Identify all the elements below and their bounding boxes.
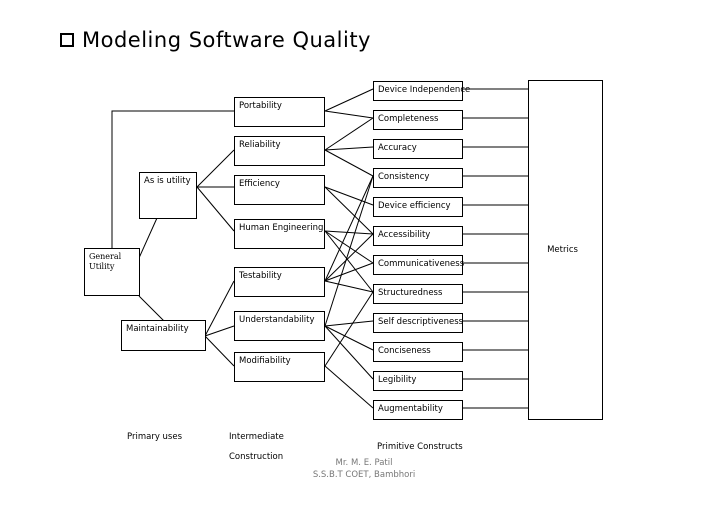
node-communicativeness-label: Communicativeness	[378, 259, 465, 269]
node-general-utility: General Utility	[84, 248, 140, 296]
node-self-descriptiveness: Self descriptiveness	[373, 313, 463, 333]
slide-title: Modeling Software Quality	[60, 28, 371, 52]
node-general-utility-label: General Utility	[89, 252, 122, 271]
line-maintain-modifiability	[204, 335, 235, 367]
node-maintainability: Maintainability	[121, 320, 206, 351]
node-legibility-label: Legibility	[378, 375, 417, 385]
node-as-is-utility: As is utility	[139, 172, 197, 219]
node-device-efficiency: Device efficiency	[373, 197, 463, 217]
line-maintain-testability	[204, 280, 235, 337]
line-asis-human	[196, 186, 235, 232]
node-communicativeness: Communicativeness	[373, 255, 465, 275]
line-general-asis	[138, 217, 158, 259]
node-human-engineering: Human Engineering	[234, 219, 325, 249]
node-understandability-label: Understandability	[239, 315, 315, 325]
line-general-maintain	[138, 295, 166, 323]
node-efficiency-label: Efficiency	[239, 179, 280, 189]
node-accessibility: Accessibility	[373, 226, 463, 246]
node-augmentability: Augmentability	[373, 400, 463, 420]
node-reliability: Reliability	[234, 136, 325, 166]
node-efficiency: Efficiency	[234, 175, 325, 205]
node-structuredness: Structuredness	[373, 284, 463, 304]
line-asis-reliability	[196, 149, 235, 188]
checkbox-bullet-icon	[60, 33, 74, 47]
node-reliability-label: Reliability	[239, 140, 281, 150]
node-consistency: Consistency	[373, 168, 463, 188]
node-metrics: Metrics	[528, 80, 603, 420]
node-human-engineering-label: Human Engineering	[239, 223, 324, 233]
node-self-descriptiveness-label: Self descriptiveness	[378, 317, 464, 327]
node-modifiability-label: Modifiability	[239, 356, 291, 366]
node-testability-label: Testability	[239, 271, 282, 281]
node-device-independence: Device Independence	[373, 81, 470, 101]
node-conciseness: Conciseness	[373, 342, 463, 362]
node-accuracy-label: Accuracy	[378, 143, 417, 153]
node-accuracy: Accuracy	[373, 139, 463, 159]
node-device-independence-label: Device Independence	[378, 85, 471, 95]
node-conciseness-label: Conciseness	[378, 346, 431, 356]
node-completeness-label: Completeness	[378, 114, 439, 124]
node-legibility: Legibility	[373, 371, 463, 391]
node-consistency-label: Consistency	[378, 172, 430, 182]
node-testability: Testability	[234, 267, 325, 297]
node-modifiability: Modifiability	[234, 352, 325, 382]
caption-construction: Construction	[229, 452, 284, 462]
slide-title-text: Modeling Software Quality	[82, 28, 371, 52]
node-accessibility-label: Accessibility	[378, 230, 431, 240]
node-metrics-label: Metrics	[547, 244, 578, 255]
line-general-portability	[111, 110, 234, 248]
node-maintainability-label: Maintainability	[126, 324, 189, 334]
node-understandability: Understandability	[234, 311, 325, 341]
node-portability: Portability	[234, 97, 325, 127]
footer-institute: S.S.B.T COET, Bambhori	[312, 470, 416, 480]
node-completeness: Completeness	[373, 110, 463, 130]
caption-primary-uses: Primary uses	[127, 432, 183, 442]
node-device-efficiency-label: Device efficiency	[378, 201, 451, 211]
footer-author: Mr. M. E. Patil	[335, 458, 393, 468]
node-as-is-utility-label: As is utility	[144, 176, 191, 186]
node-augmentability-label: Augmentability	[378, 404, 443, 414]
caption-intermediate: Intermediate	[229, 432, 284, 442]
node-structuredness-label: Structuredness	[378, 288, 443, 298]
node-portability-label: Portability	[239, 101, 282, 111]
line-maintain-understand	[204, 325, 235, 337]
caption-primitive-constructs: Primitive Constructs	[377, 442, 463, 452]
